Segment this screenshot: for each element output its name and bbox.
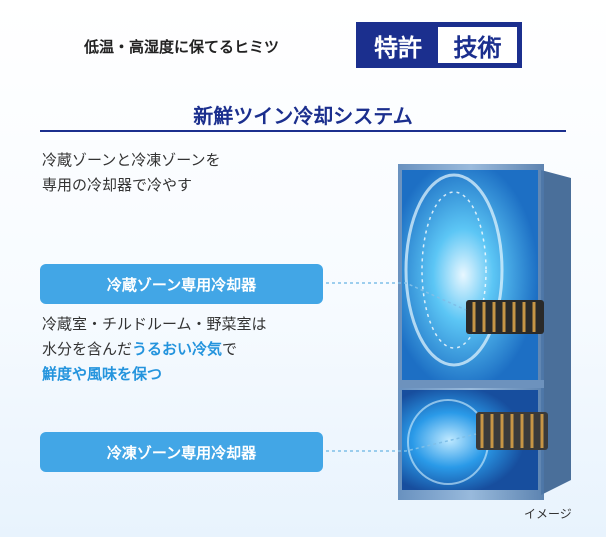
intro-line-2: 専用の冷却器で冷やす — [42, 176, 193, 194]
intro-text: 冷蔵ゾーンと冷凍ゾーンを 専用の冷却器で冷やす — [42, 148, 221, 198]
fridge-cooler-connector — [326, 282, 467, 311]
patent-technology-badge: 特許 技術 — [356, 22, 522, 68]
fridge-cooler-label: 冷蔵ゾーン専用冷却器 — [40, 264, 323, 304]
moist-air-highlight: うるおい冷気 — [132, 340, 223, 358]
fridge-airflow-swirl — [404, 173, 504, 367]
intro-line-1: 冷蔵ゾーンと冷凍ゾーンを — [42, 151, 221, 169]
description-line-1: 冷蔵室・チルドルーム・野菜室は — [42, 315, 267, 333]
fridge-side-panel — [541, 170, 571, 495]
patent-badge-right: 技術 — [438, 27, 517, 63]
image-caption: イメージ — [524, 507, 572, 521]
system-title: 新鮮ツイン冷却システム — [193, 104, 413, 128]
freezer-cooler-connector — [326, 433, 477, 452]
fridge-zone-description: 冷蔵室・チルドルーム・野菜室は 水分を含んだうるおい冷気で 鮮度や風味を保つ — [42, 312, 267, 387]
patent-badge-left: 特許 — [374, 33, 422, 62]
refrigerator-illustration — [326, 164, 571, 500]
freezer-cooler-label: 冷凍ゾーン専用冷却器 — [40, 432, 323, 472]
freshness-highlight: 鮮度や風味を保つ — [42, 365, 163, 383]
header-tagline: 低温・高湿度に保てるヒミツ — [84, 38, 280, 56]
description-prefix: 水分を含んだ — [42, 340, 133, 358]
title-divider — [40, 130, 566, 132]
description-line-2: 水分を含んだうるおい冷気で — [42, 337, 267, 362]
description-suffix: で — [222, 340, 238, 358]
